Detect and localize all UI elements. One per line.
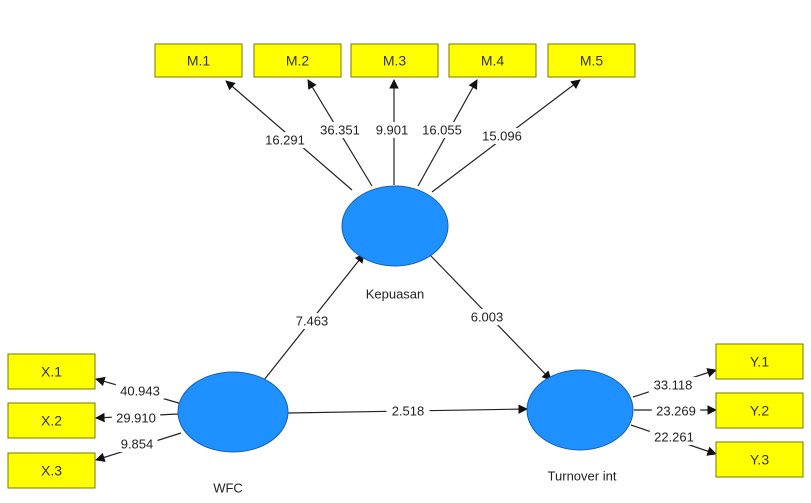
loading-value-m2-bg	[315, 122, 365, 138]
path-coefficient-wfc-kepuasan: 7.463	[296, 314, 329, 329]
indicator-m3[interactable]: M.3	[350, 43, 439, 78]
indicator-box-y3[interactable]	[715, 441, 804, 478]
indicator-label-m4: M.4	[481, 53, 505, 69]
indicator-x1[interactable]: X.1	[7, 353, 96, 390]
indicator-label-m1: M.1	[187, 53, 211, 69]
loading-value-m3-bg	[371, 122, 413, 138]
loading-value-m3-group: 9.901	[371, 122, 413, 138]
loading-value-y2: 23.269	[656, 404, 696, 419]
loading-value-x3-group: 9.854	[116, 436, 158, 452]
loading-value-m4: 16.055	[422, 123, 462, 138]
indicator-label-m2: M.2	[286, 53, 310, 69]
loading-value-y2-group: 23.269	[651, 403, 701, 419]
construct-label-kepuasan: Kepuasan	[366, 287, 425, 302]
loading-value-m4-bg	[417, 122, 467, 138]
indicator-y3[interactable]: Y.3	[715, 441, 804, 478]
path-coefficient-wfc-kepuasan-group: 7.463	[290, 313, 334, 329]
loading-value-m5-group: 15.096	[477, 128, 527, 144]
path-coefficient-wfc-turnover-group: 2.518	[386, 403, 430, 419]
loading-value-y3-bg	[649, 429, 699, 445]
indicator-label-x3: X.3	[41, 463, 62, 479]
loading-value-y1: 33.118	[654, 378, 693, 393]
loading-value-x3: 9.854	[121, 437, 154, 452]
construct-ellipse-wfc[interactable]	[177, 371, 289, 453]
loading-value-y1-group: 33.118	[648, 377, 698, 393]
indicator-y2[interactable]: Y.2	[715, 392, 804, 429]
path-coefficient-wfc-kepuasan-bg	[290, 313, 334, 329]
indicator-box-m2[interactable]	[253, 43, 342, 78]
loading-value-m1: 16.291	[265, 133, 305, 148]
loading-value-m2-group: 36.351	[315, 122, 365, 138]
construct-label-turnover: Turnover int	[548, 469, 617, 484]
loading-value-m5: 15.096	[482, 129, 522, 144]
indicator-box-m1[interactable]	[154, 43, 243, 78]
loading-value-m5-bg	[477, 128, 527, 144]
indicator-box-x3[interactable]	[7, 452, 96, 489]
loading-value-x1-group: 40.943	[115, 383, 165, 399]
path-coefficient-kepuasan-turnover-group: 6.003	[465, 309, 509, 325]
indicator-box-x2[interactable]	[7, 402, 96, 439]
loading-value-x1: 40.943	[120, 384, 160, 399]
indicator-label-x2: X.2	[41, 413, 62, 429]
loading-value-x1-bg	[115, 383, 165, 399]
loading-value-y2-bg	[651, 403, 701, 419]
indicator-box-m3[interactable]	[350, 43, 439, 78]
indicator-box-x1[interactable]	[7, 353, 96, 390]
indicator-label-m5: M.5	[580, 53, 604, 69]
indicator-box-m4[interactable]	[448, 43, 537, 78]
indicator-m2[interactable]: M.2	[253, 43, 342, 78]
indicator-label-y3: Y.3	[750, 452, 769, 468]
indicator-label-x1: X.1	[41, 364, 62, 380]
indicator-m5[interactable]: M.5	[547, 43, 636, 78]
loading-value-m2: 36.351	[320, 123, 360, 138]
indicator-label-y2: Y.2	[750, 403, 769, 419]
construct-ellipse-turnover[interactable]	[526, 369, 634, 451]
indicator-box-y1[interactable]	[715, 343, 804, 380]
loading-value-m4-group: 16.055	[417, 122, 467, 138]
indicator-y1[interactable]: Y.1	[715, 343, 804, 380]
indicator-label-m3: M.3	[383, 53, 407, 69]
construct-ellipse-kepuasan[interactable]	[341, 185, 449, 267]
indicator-x3[interactable]: X.3	[7, 452, 96, 489]
indicator-box-y2[interactable]	[715, 392, 804, 429]
indicator-x2[interactable]: X.2	[7, 402, 96, 439]
path-coefficient-kepuasan-turnover-bg	[465, 309, 509, 325]
loading-value-x2-group: 29.910	[111, 410, 161, 426]
loading-value-y3-group: 22.261	[649, 429, 699, 445]
loading-value-m1-bg	[260, 132, 310, 148]
loading-value-x2-bg	[111, 410, 161, 426]
indicator-label-y1: Y.1	[750, 354, 769, 370]
loading-value-m3: 9.901	[376, 123, 409, 138]
loading-value-y1-bg	[648, 377, 698, 393]
indicator-box-m5[interactable]	[547, 43, 636, 78]
indicator-m1[interactable]: M.1	[154, 43, 243, 78]
indicator-m4[interactable]: M.4	[448, 43, 537, 78]
construct-label-wfc: WFC	[213, 481, 243, 496]
path-coefficient-wfc-turnover-bg	[386, 403, 430, 419]
loading-value-x2: 29.910	[116, 411, 156, 426]
construct-kepuasan[interactable]: Kepuasan	[341, 185, 449, 302]
loading-value-m1-group: 16.291	[260, 132, 310, 148]
construct-wfc[interactable]: WFC	[177, 371, 289, 496]
path-coefficient-wfc-turnover: 2.518	[392, 404, 425, 419]
loading-value-x3-bg	[116, 436, 158, 452]
construct-turnover[interactable]: Turnover int	[526, 369, 634, 484]
path-coefficient-kepuasan-turnover: 6.003	[471, 310, 504, 325]
loading-value-y3: 22.261	[654, 430, 694, 445]
